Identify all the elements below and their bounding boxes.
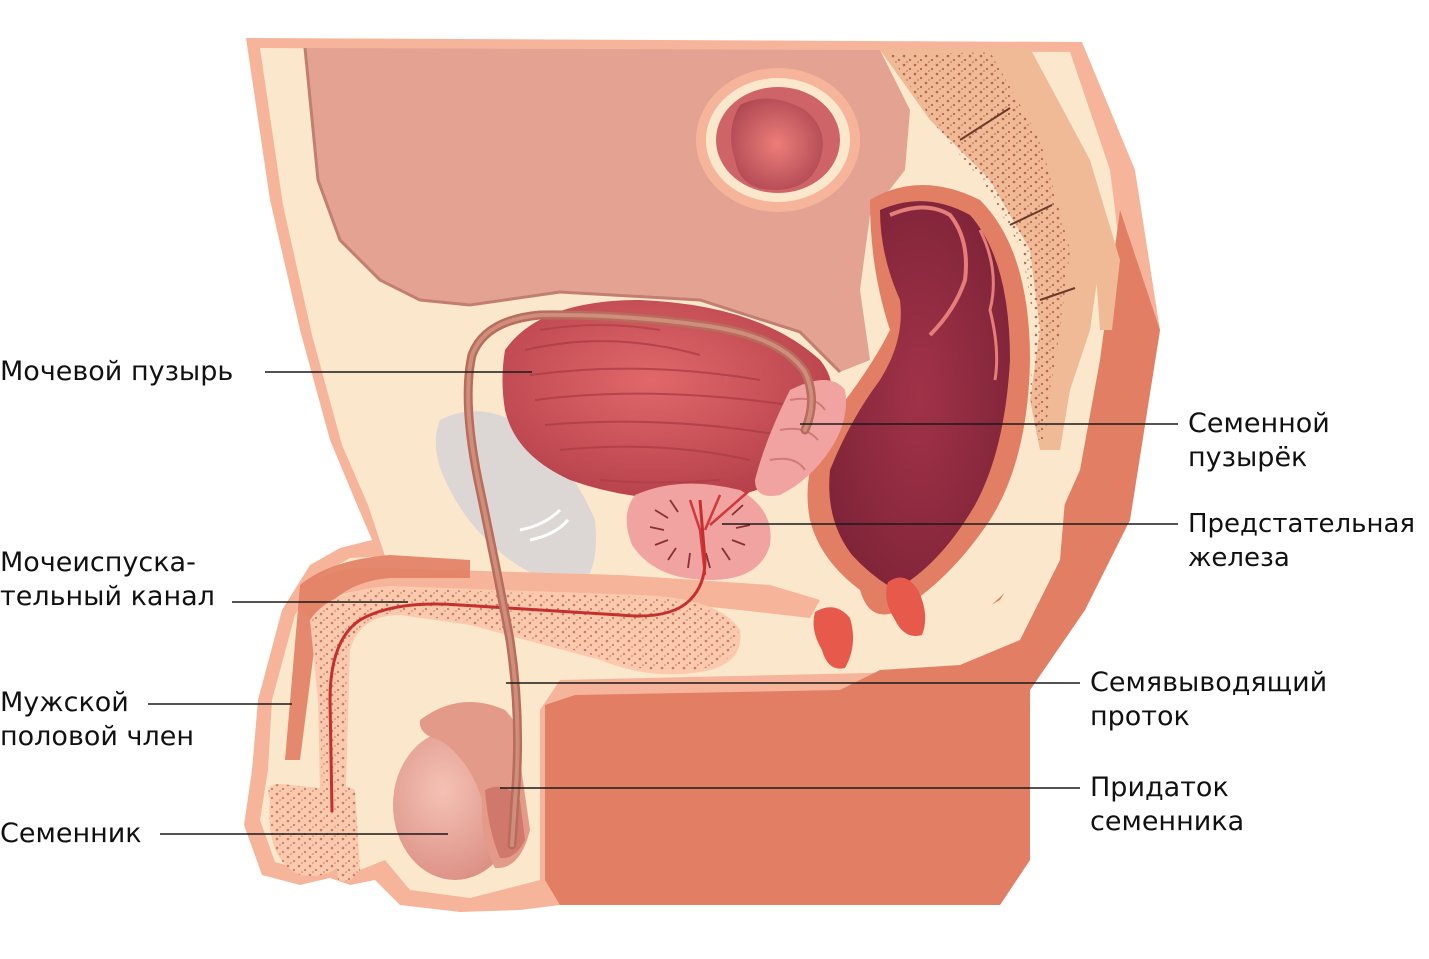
label-vas-deferens-line2: проток [1090, 701, 1190, 732]
label-epididymis-line2: семенника [1090, 806, 1245, 837]
rectum [807, 185, 1030, 615]
urethra [328, 499, 707, 813]
prostate-gland [626, 483, 771, 580]
label-seminal-vesicle: Семенной пузырёк [1188, 407, 1330, 475]
label-bladder: Мочевой пузырь [0, 355, 233, 389]
sigmoid-colon [696, 68, 860, 212]
label-vas-deferens-line1: Семявыводящий [1090, 667, 1328, 698]
label-penis-line2: половой член [0, 721, 194, 752]
label-seminal-vesicle-line1: Семенной [1188, 408, 1330, 439]
sacrum-spine [880, 48, 1120, 450]
peritoneum-edge [303, 47, 842, 374]
label-prostate-line2: железа [1188, 543, 1290, 573]
penis-body [268, 555, 820, 882]
label-bladder-text: Мочевой пузырь [0, 356, 234, 387]
label-testis: Семенник [0, 817, 142, 851]
label-prostate-line1: Предстательная [1188, 509, 1416, 539]
label-seminal-vesicle-line2: пузырёк [1188, 442, 1308, 473]
label-urethra-line2: тельный канал [0, 581, 215, 612]
label-testis-text: Семенник [0, 818, 142, 849]
label-penis-line1: Мужской [0, 687, 129, 718]
label-epididymis-line1: Придаток [1090, 772, 1229, 803]
sphincter-blobs [813, 577, 926, 669]
thigh-muscle [545, 210, 1160, 905]
label-epididymis: Придаток семенника [1090, 771, 1244, 839]
urinary-bladder [502, 300, 833, 500]
perineum-fat [862, 440, 1070, 670]
label-vas-deferens: Семявыводящий проток [1090, 666, 1327, 734]
label-urethra: Мочеиспуска- тельный канал [0, 546, 215, 614]
label-penis: Мужской половой член [0, 686, 194, 754]
label-urethra-line1: Мочеиспуска- [0, 547, 196, 578]
label-prostate: Предстательная железа [1188, 507, 1415, 575]
